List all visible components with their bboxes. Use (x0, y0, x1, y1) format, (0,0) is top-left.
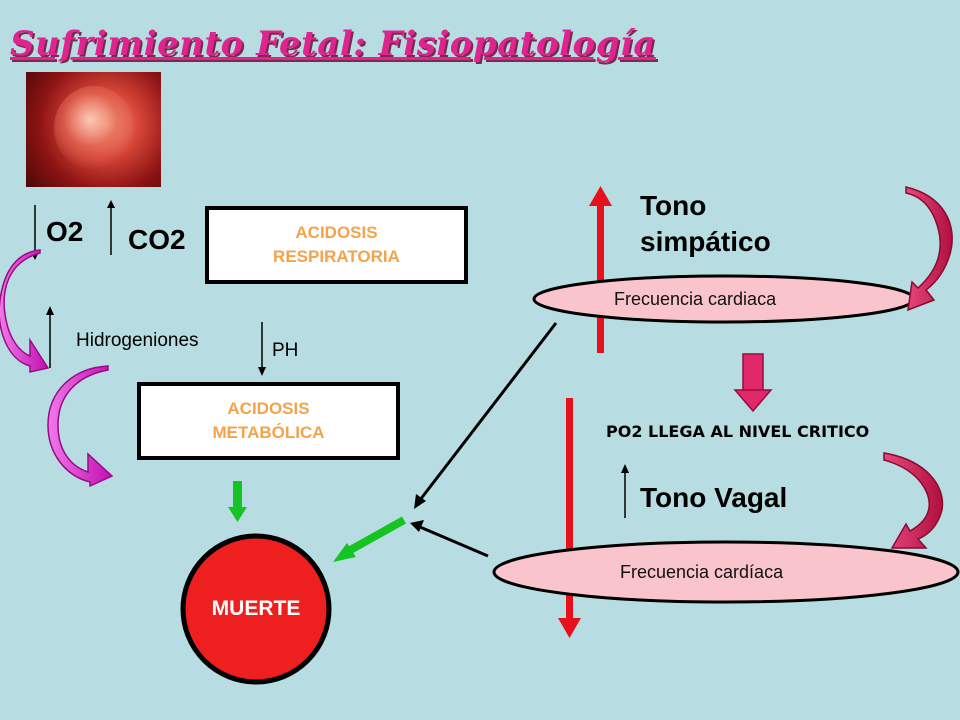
ph-label: PH (272, 340, 299, 361)
fetus-photo (26, 72, 161, 187)
tono-vagal-up-arrow (621, 464, 629, 518)
acidosis-metabolica-line-1: ACIDOSIS (227, 399, 310, 418)
acidosis-metabolica-box: ACIDOSIS METABÓLICA (137, 382, 400, 460)
crimson-curved-arrow-2 (883, 452, 944, 549)
acidosis-respiratoria-line-1: ACIDOSIS (295, 223, 378, 242)
frecuencia-cardiaca-1: Frecuencia cardiaca (614, 289, 777, 309)
fetus-photo-highlight (54, 86, 134, 170)
red-down-arrow (558, 398, 581, 638)
tono-simpatico-line-1: Tono (640, 190, 707, 221)
magenta-curved-arrow-2 (47, 365, 114, 488)
hidrogeniones-up-arrow (46, 306, 54, 368)
po2-critico-label: PO2 LLEGA AL NIVEL CRITICO (606, 422, 870, 441)
tono-simpatico-line-2: simpático (640, 226, 771, 257)
co2-label: CO2 (128, 224, 186, 255)
black-arrow-from-frecuencia-2 (410, 520, 489, 558)
crimson-block-arrow (733, 353, 773, 413)
acidosis-respiratoria-line-2: RESPIRATORIA (273, 247, 400, 266)
acidosis-metabolica-line-2: METABÓLICA (212, 423, 325, 442)
muerte-label: MUERTE (211, 597, 301, 620)
ellipse-frecuencia-2 (492, 540, 960, 604)
red-up-arrow (589, 186, 612, 353)
slide-title: Sufrimiento Fetal: Fisiopatología (10, 24, 656, 64)
acidosis-respiratoria-box: ACIDOSIS RESPIRATORIA (205, 206, 468, 284)
crimson-curved-arrow-1 (905, 186, 953, 312)
o2-label: O2 (46, 216, 84, 247)
green-down-arrow (228, 481, 247, 522)
tono-simpatico-label: Tono simpático (640, 188, 771, 260)
magenta-curved-arrow-1 (0, 249, 50, 373)
tono-vagal-label: Tono Vagal (640, 482, 788, 513)
frecuencia-cardiaca-2: Frecuencia cardíaca (620, 562, 784, 582)
hidrogeniones-label: Hidrogeniones (76, 330, 199, 351)
ph-down-arrow (258, 322, 266, 376)
black-arrow-from-frecuencia-1 (414, 322, 558, 509)
green-diagonal-arrow (333, 516, 406, 562)
co2-up-arrow (107, 200, 115, 255)
muerte-circle (180, 533, 332, 685)
